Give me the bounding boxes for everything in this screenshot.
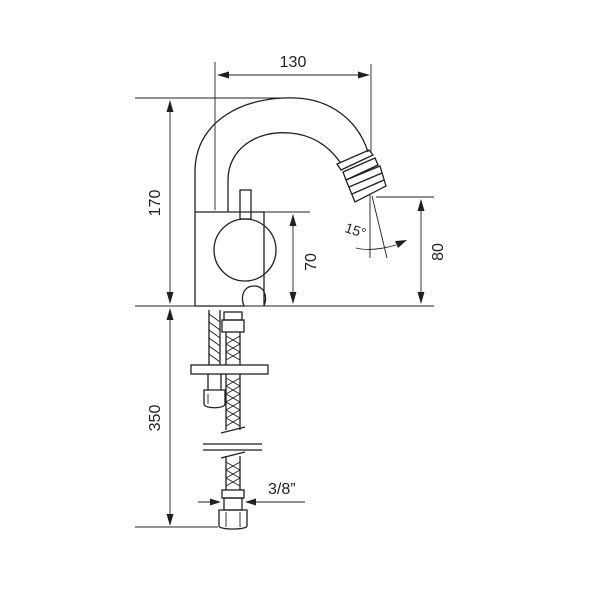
break-line-upper xyxy=(220,426,246,434)
nozzle-body xyxy=(345,165,387,203)
dimension-label-70: 70 xyxy=(303,253,320,271)
angle-arrow xyxy=(395,240,407,248)
dimension-total-height: 170 xyxy=(135,97,434,307)
angle-label-15: 15° xyxy=(343,219,368,241)
hose-nut-top-hex xyxy=(221,319,245,333)
spout-inner-curve xyxy=(227,132,341,212)
angle-arc xyxy=(355,244,397,250)
arrow-left xyxy=(217,71,229,79)
hose-middle-braid xyxy=(225,377,241,427)
hose-lower-braid xyxy=(225,461,241,487)
nozzle-groove-2 xyxy=(351,179,385,195)
arrow-bottom xyxy=(166,514,174,526)
dimension-spout-reach: 130 xyxy=(214,54,372,210)
connector-neck xyxy=(223,497,243,511)
connector-nut xyxy=(218,509,248,530)
arrow-right xyxy=(245,498,256,506)
arrow-bottom xyxy=(417,292,425,304)
dimension-label-170: 170 xyxy=(147,190,164,217)
spout-collar xyxy=(336,149,375,171)
hose-nut-top xyxy=(223,311,243,321)
arrow-bottom xyxy=(166,292,174,304)
faucet-body xyxy=(194,97,387,307)
dimension-connection-size: 3/8” xyxy=(198,481,305,506)
dimension-spout-angle: 15° xyxy=(343,194,407,259)
dimension-outlet-height: 80 xyxy=(376,196,447,304)
lever-knob xyxy=(213,218,277,282)
body-block xyxy=(194,211,267,307)
mounting-plate xyxy=(190,364,269,375)
dimension-label-80: 80 xyxy=(430,243,447,261)
hose-lower xyxy=(225,456,241,490)
arrow-right xyxy=(358,71,370,79)
arrow-top xyxy=(166,100,174,112)
mounting-assembly xyxy=(190,310,269,530)
shank-nut xyxy=(203,389,226,409)
dimension-label-130: 130 xyxy=(280,54,307,71)
connector-ring xyxy=(221,489,245,499)
arrow-bottom xyxy=(289,292,297,304)
dimension-label-350: 350 xyxy=(147,405,164,432)
hose-upper-braid xyxy=(225,335,241,361)
lever-stem xyxy=(239,189,252,220)
shank-left-thread xyxy=(208,313,221,363)
break-line-lower xyxy=(220,451,246,459)
nozzle-ring-top xyxy=(342,157,379,181)
spout-outer-curve xyxy=(194,97,369,212)
nozzle-groove-1 xyxy=(348,172,383,188)
arrow-top xyxy=(166,308,174,320)
arrow-top xyxy=(289,214,297,226)
dimension-hose-length: 350 xyxy=(135,308,218,528)
shank-lower xyxy=(207,374,222,390)
dimension-label-connection: 3/8” xyxy=(268,481,296,498)
arrow-left xyxy=(210,498,221,506)
dimension-lever-height: 70 xyxy=(262,211,320,304)
arrow-top xyxy=(417,199,425,211)
